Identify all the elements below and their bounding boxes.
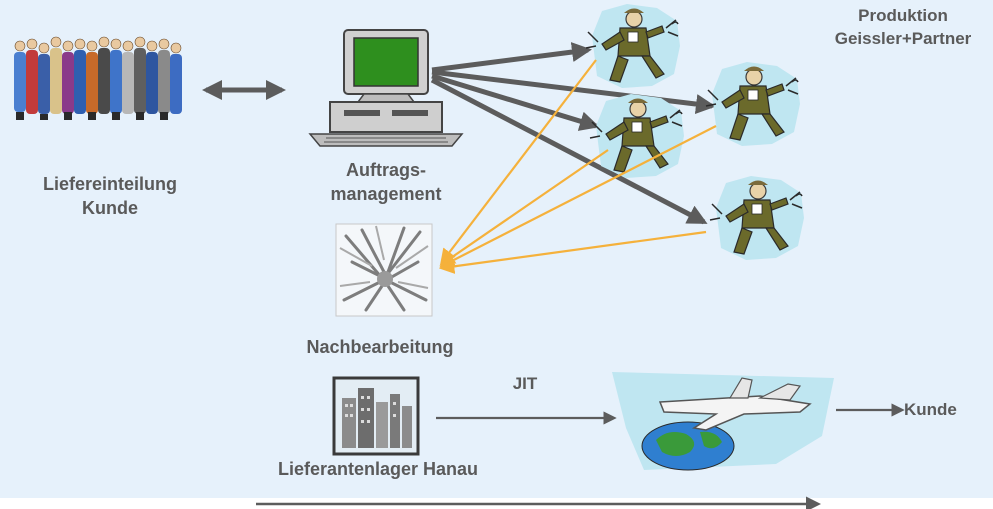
building-icon (332, 376, 420, 456)
supplier-warehouse-label: Lieferantenlager Hanau (277, 459, 479, 479)
customer-schedule-label: Liefereinteilung Kunde (20, 172, 200, 220)
production-label: Produktion Geissler+Partner (818, 4, 988, 50)
production-label-line2: Geissler+Partner (834, 29, 972, 48)
computer-icon (308, 29, 464, 147)
customer-schedule-line1: Liefereinteilung (42, 174, 177, 194)
order-arrows (430, 42, 716, 225)
order-management-label: Auftrags- management (300, 158, 472, 206)
airplane-globe-icon (612, 372, 834, 471)
worker-icon (705, 61, 801, 147)
end-customer-label: Kunde (904, 400, 957, 419)
worker-icon (709, 175, 805, 261)
production-label-line1: Produktion (858, 6, 948, 25)
order-management-line2: management (330, 184, 442, 204)
order-management-line1: Auftrags- (346, 160, 426, 180)
rework-arrows (438, 59, 717, 274)
rework-tools-icon (335, 223, 433, 317)
worker-icon (585, 3, 681, 89)
rework-label: Nachbearbeitung (306, 337, 454, 357)
jit-label: JIT (512, 374, 538, 393)
people-group-icon (14, 36, 182, 120)
customer-schedule-line2: Kunde (82, 198, 138, 218)
